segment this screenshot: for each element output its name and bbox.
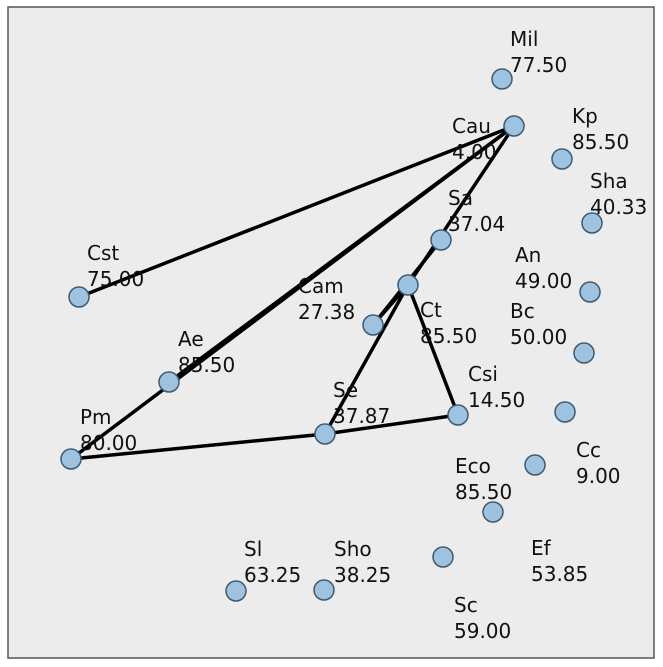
node-label-ef: Ef (531, 536, 552, 560)
node-value-an: 49.00 (515, 269, 572, 293)
node-sl[interactable] (225, 580, 247, 602)
node-value-mil: 77.50 (510, 53, 567, 77)
node-label-mil: Mil (510, 27, 538, 51)
node-value-ae: 85.50 (178, 353, 235, 377)
node-label-csi: Csi (468, 362, 498, 386)
node-label-sha: Sha (590, 169, 628, 193)
edge-ct-csi (406, 283, 460, 417)
node-value-sho: 38.25 (334, 563, 391, 587)
node-label-cst: Cst (87, 241, 119, 265)
node-value-cam: 27.38 (298, 300, 355, 324)
node-label-sa: Sa (448, 186, 473, 210)
node-label-pm: Pm (80, 405, 112, 429)
node-sc[interactable] (432, 546, 454, 568)
node-ef[interactable] (482, 501, 504, 523)
node-sha[interactable] (581, 212, 603, 234)
node-sho[interactable] (313, 579, 335, 601)
node-label-bc: Bc (510, 299, 535, 323)
node-label-se: Se (333, 378, 358, 402)
node-value-bc: 50.00 (510, 325, 567, 349)
node-value-pm: 80.00 (80, 431, 137, 455)
node-ae[interactable] (158, 371, 180, 393)
node-cc[interactable] (554, 401, 576, 423)
node-value-ct: 85.50 (420, 324, 477, 348)
node-label-sc: Sc (454, 593, 478, 617)
node-value-cc: 9.00 (576, 464, 621, 488)
node-ct[interactable] (397, 274, 419, 296)
node-label-sl: Sl (244, 537, 262, 561)
node-value-eco: 85.50 (455, 480, 512, 504)
node-value-kp: 85.50 (572, 130, 629, 154)
edge-cst-cau (77, 124, 516, 299)
node-value-sa: 37.04 (448, 212, 505, 236)
node-label-cau: Cau (452, 114, 491, 138)
node-label-eco: Eco (455, 454, 491, 478)
node-sa[interactable] (430, 229, 452, 251)
node-eco[interactable] (524, 454, 546, 476)
edge-pm-cau (69, 124, 516, 461)
node-cst[interactable] (68, 286, 90, 308)
node-label-ct: Ct (420, 298, 442, 322)
node-value-sl: 63.25 (244, 563, 301, 587)
node-cam[interactable] (362, 314, 384, 336)
edge-se-csi (323, 413, 460, 436)
node-label-an: An (515, 243, 541, 267)
node-label-ae: Ae (178, 327, 204, 351)
nodes-layer (60, 68, 603, 602)
node-label-cc: Cc (576, 438, 601, 462)
node-label-cam: Cam (298, 274, 344, 298)
node-value-cst: 75.00 (87, 267, 144, 291)
node-kp[interactable] (551, 148, 573, 170)
node-value-cau: 4.00 (452, 140, 497, 164)
node-cau[interactable] (503, 115, 525, 137)
node-an[interactable] (579, 281, 601, 303)
node-mil[interactable] (491, 68, 513, 90)
node-value-se: 37.87 (333, 404, 390, 428)
node-se[interactable] (314, 423, 336, 445)
node-pm[interactable] (60, 448, 82, 470)
edge-pm-se (69, 432, 327, 461)
node-csi[interactable] (447, 404, 469, 426)
edge-ct-cau (406, 124, 516, 287)
edge-se-ct (323, 283, 410, 436)
node-value-sha: 40.33 (590, 195, 647, 219)
node-value-csi: 14.50 (468, 388, 525, 412)
node-label-sho: Sho (334, 537, 372, 561)
diagram-frame (7, 6, 655, 659)
labels-layer: Mil77.50Cau4.00Kp85.50Sha40.33Sa37.04An4… (80, 27, 647, 643)
node-value-sc: 59.00 (454, 619, 511, 643)
node-label-kp: Kp (572, 104, 598, 128)
node-bc[interactable] (573, 342, 595, 364)
edges-layer (69, 124, 516, 461)
node-value-ef: 53.85 (531, 562, 588, 586)
